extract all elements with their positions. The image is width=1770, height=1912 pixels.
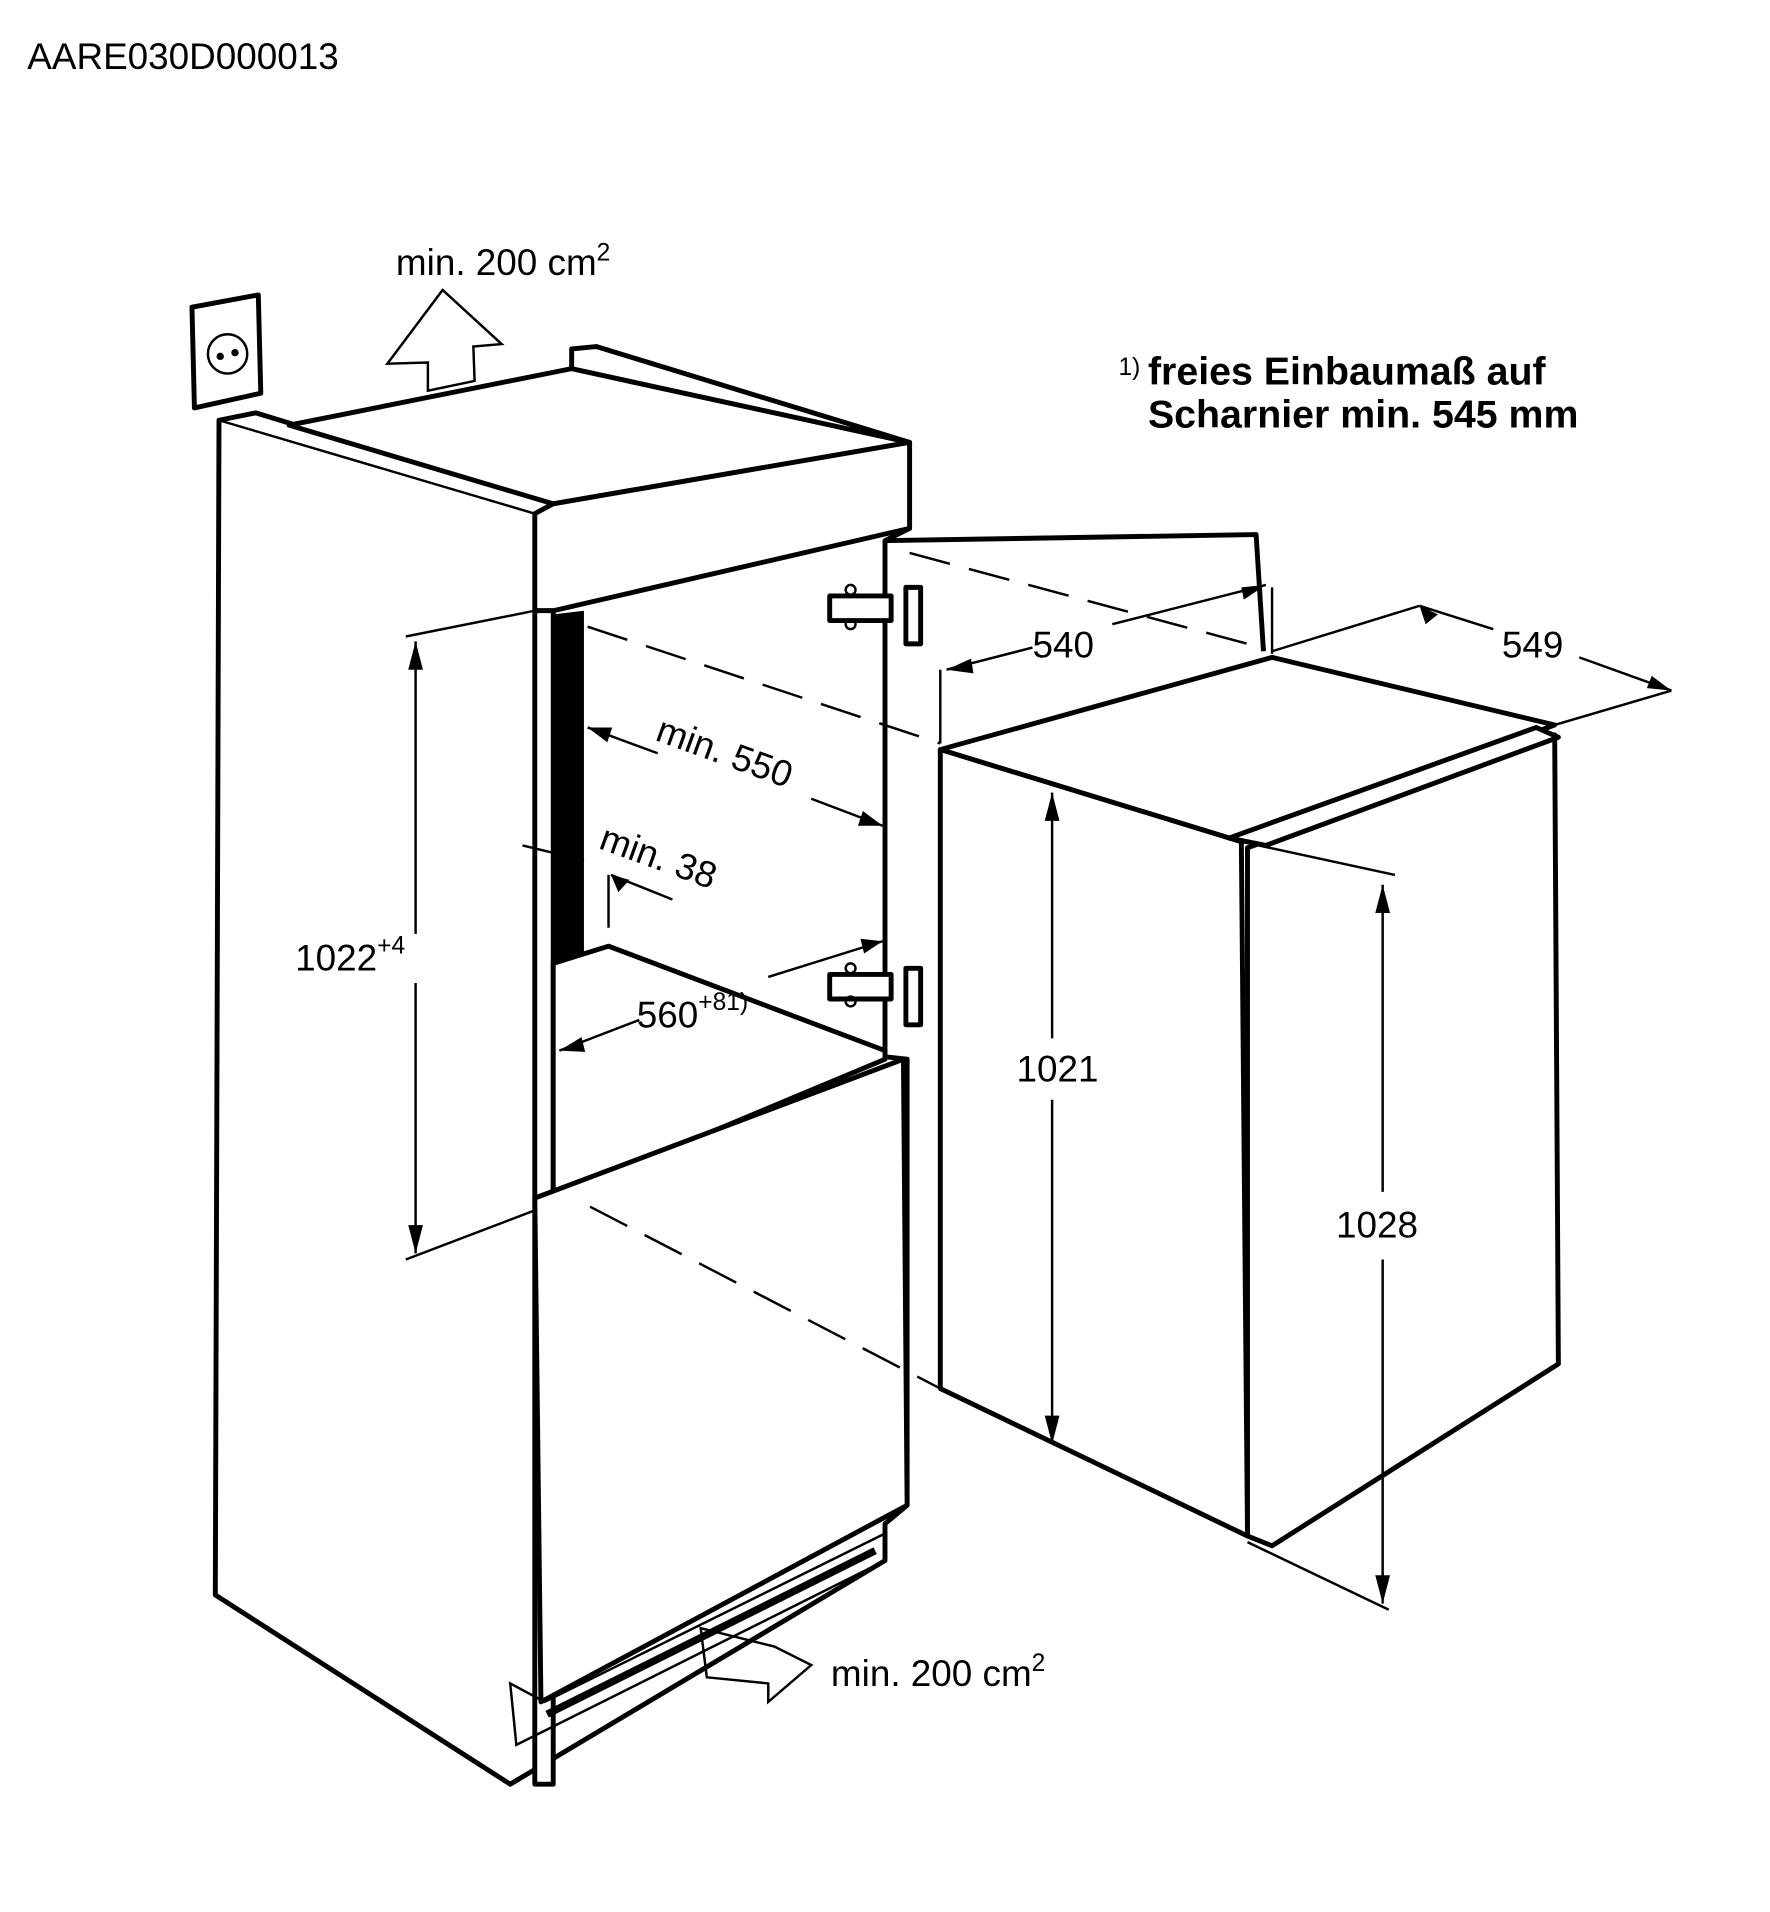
vent-bottom-label: min. 200 cm2: [831, 1650, 1045, 1694]
appliance-height-label: 1021: [1016, 1048, 1098, 1089]
vent-arrow-top-icon: [384, 288, 505, 393]
niche-height-label: 1022+4: [295, 933, 405, 979]
power-socket-icon: [189, 292, 264, 411]
drawing-code: AARE030D000013: [27, 36, 339, 77]
footnote-line-1: freies Einbaumaß auf: [1148, 350, 1547, 394]
appliance-width-label: 540: [1032, 624, 1094, 665]
kitchen-cabinet: [212, 344, 913, 1787]
dimension-lines: [405, 583, 1672, 1611]
hinge-lower-icon: [827, 962, 924, 1028]
door-height-label: 1028: [1336, 1204, 1418, 1245]
vent-arrow-bottom-icon: [699, 1626, 814, 1705]
appliance: [937, 654, 1561, 1549]
footnote-line-2: Scharnier min. 545 mm: [1148, 393, 1578, 437]
niche-width-label: 560+81): [637, 989, 748, 1035]
vent-top-label: min. 200 cm2: [396, 240, 610, 284]
hinge-upper-icon: [827, 583, 924, 647]
footnote-marker: 1): [1118, 354, 1140, 381]
appliance-depth-label: 549: [1502, 624, 1564, 665]
